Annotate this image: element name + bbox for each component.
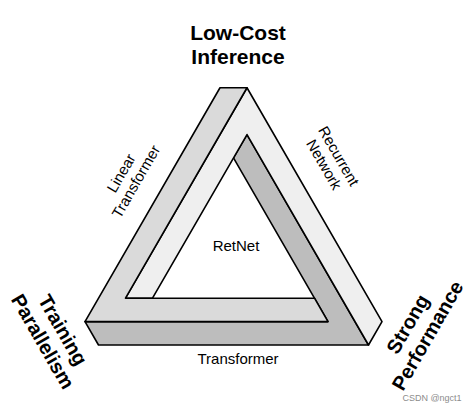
corner-label: Training Parallelism xyxy=(1,270,103,401)
center-label: RetNet xyxy=(196,237,276,254)
watermark: CSDN @ngct1 xyxy=(396,393,468,403)
corner-label: Low-Cost Inference xyxy=(173,21,303,69)
side-label: Transformer xyxy=(178,350,298,367)
bar-face-mid xyxy=(85,88,328,322)
corner-label: Strong Performance xyxy=(363,258,473,402)
